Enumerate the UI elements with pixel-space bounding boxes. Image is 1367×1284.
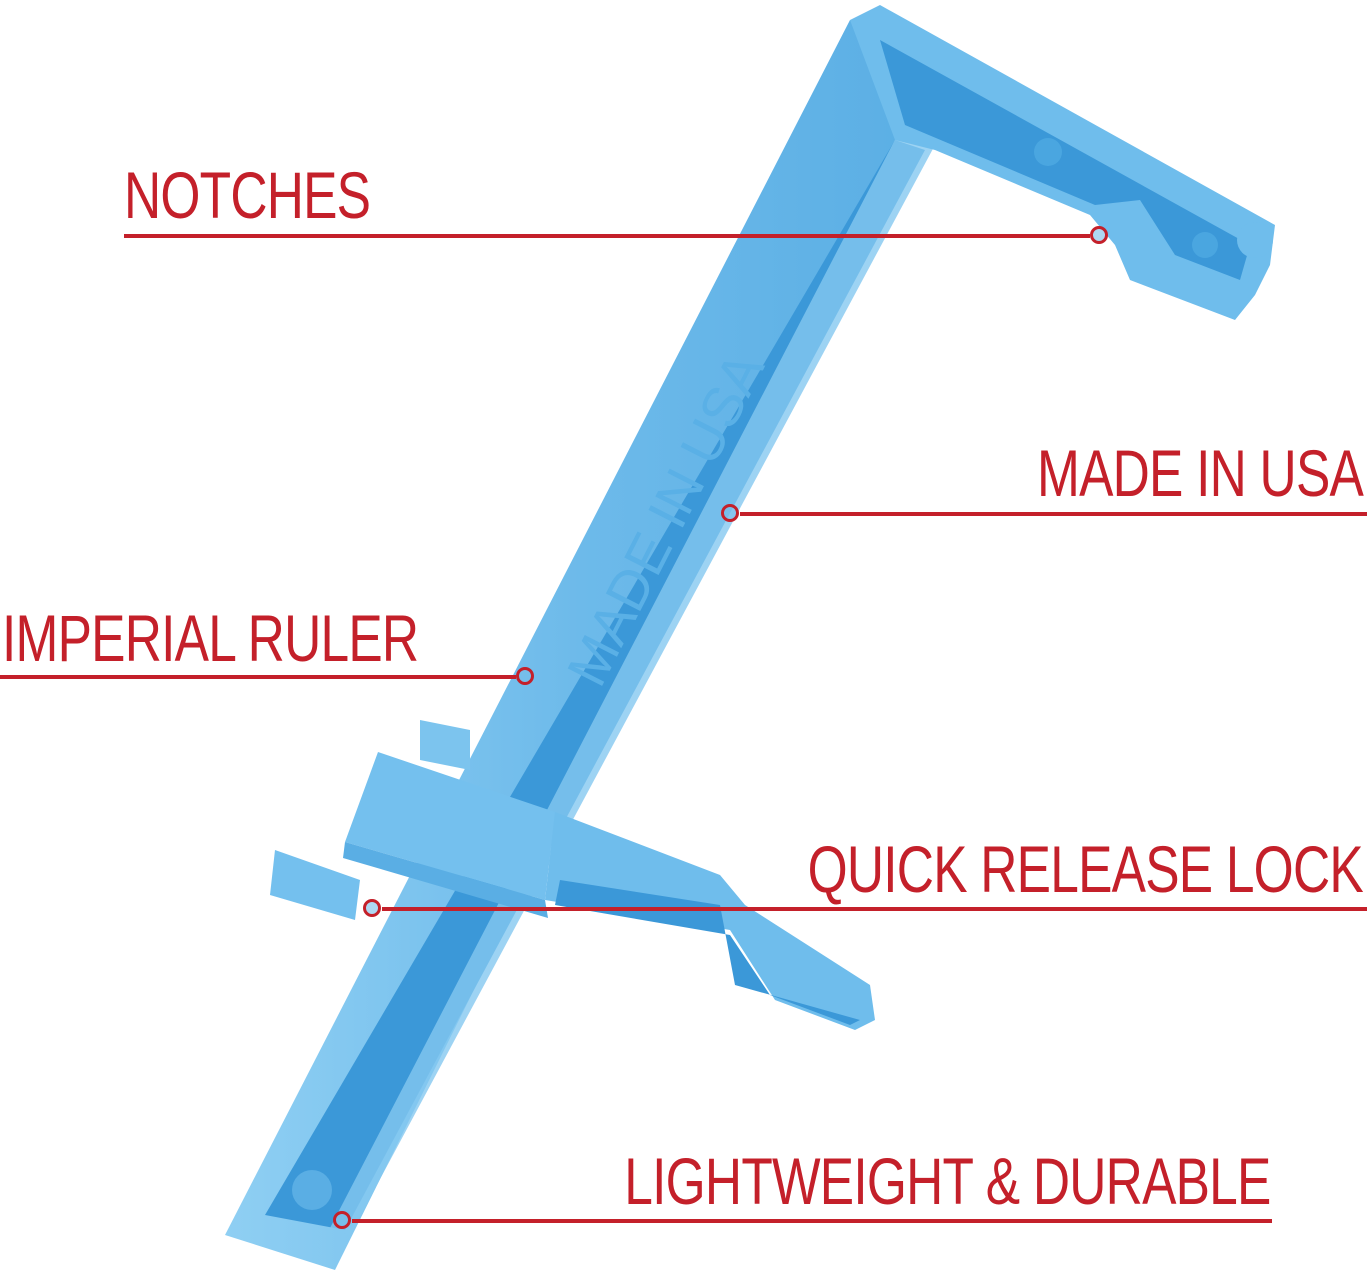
bottom-end	[292, 1170, 332, 1210]
callout-dot-imperial-ruler	[516, 667, 534, 685]
main-bar	[225, 20, 935, 1270]
callout-line-notches	[124, 234, 1090, 238]
callout-line-imperial-ruler	[0, 675, 516, 679]
callout-label-made-in-usa: MADE IN USA	[1036, 436, 1364, 510]
top-jaw	[850, 5, 1275, 320]
callout-dot-notches	[1090, 226, 1108, 244]
callout-dot-quick-release-lock	[363, 899, 381, 917]
callout-label-notches: NOTCHES	[124, 158, 371, 232]
sliding-jaw	[270, 720, 875, 1030]
callout-dot-made-in-usa	[721, 504, 739, 522]
callout-line-quick-release-lock	[382, 907, 1367, 911]
callout-label-quick-release-lock: QUICK RELEASE LOCK	[807, 832, 1364, 906]
callout-label-lightweight-durable: LIGHTWEIGHT & DURABLE	[624, 1144, 1272, 1218]
callout-line-lightweight-durable	[352, 1219, 1272, 1223]
callout-label-imperial-ruler: IMPERIAL RULER	[2, 601, 419, 675]
callout-line-made-in-usa	[740, 512, 1367, 516]
callout-dot-lightweight-durable	[333, 1211, 351, 1229]
